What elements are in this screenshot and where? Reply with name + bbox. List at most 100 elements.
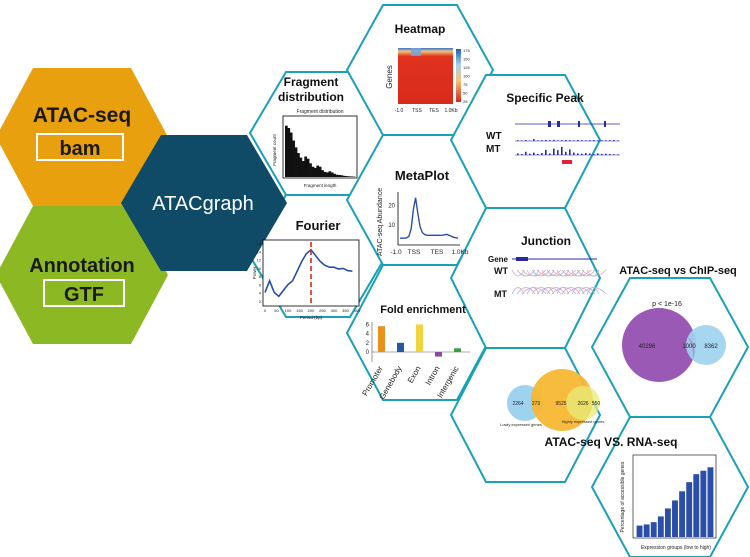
peak-mt-bar	[593, 154, 595, 155]
expr-xlabel: Expression groups (low to high)	[641, 545, 711, 551]
peak-wt-bar	[545, 140, 547, 141]
heatmap-scale-label: 50	[463, 91, 468, 96]
junction-mt-arc	[511, 287, 525, 295]
junction-panel: Junction Gene WT MT	[488, 234, 607, 299]
fragment-bar	[347, 176, 351, 177]
junction-mt-arc	[571, 287, 585, 295]
expr-bar	[650, 522, 657, 537]
fragment-bar	[287, 127, 291, 177]
specific-peak-mt-label: MT	[486, 144, 500, 155]
rna-count-1: 2264	[512, 401, 523, 407]
fourier-xtick: 250	[319, 308, 326, 313]
heatmap-center-band	[411, 48, 421, 56]
fragment-bar	[297, 153, 300, 177]
peak-wt-bar	[565, 140, 567, 141]
peak-mt-bar	[581, 153, 583, 155]
junction-mt-label: MT	[494, 289, 507, 299]
peak-wt-bar	[617, 140, 619, 141]
fold-ytick: 6	[366, 322, 370, 328]
peak-mt-bar	[597, 153, 599, 155]
fourier-ytick: 4	[259, 291, 262, 296]
peak-wt-bar	[585, 140, 587, 141]
fragment-bars	[285, 125, 356, 177]
specific-peak-title: Specific Peak	[506, 91, 584, 105]
junction-wt-arc	[541, 269, 555, 277]
fourier-ytick: 10	[257, 266, 262, 271]
fragment-bar	[285, 125, 288, 177]
junction-gene-label: Gene	[488, 255, 509, 264]
specific-peak-exon-3	[578, 121, 580, 127]
chip-overlap	[688, 337, 695, 359]
chip-title: ATAC-seq vs ChIP-seq	[619, 265, 737, 277]
rna-count-5: 550	[592, 401, 601, 407]
specific-peak-mt-signal	[517, 147, 619, 155]
expr-bar	[672, 500, 678, 537]
peak-mt-bar	[553, 148, 555, 155]
expr-bar	[693, 474, 700, 537]
metaplot-xtick: TSS	[408, 249, 421, 256]
heatmap-xtick: TES	[429, 108, 439, 114]
peak-mt-bar	[549, 153, 551, 155]
heatmap-scale-label: 125	[463, 65, 470, 70]
peak-mt-bar	[529, 153, 531, 155]
heatmap-scale-label: 75	[463, 82, 468, 87]
fragment-bar	[335, 174, 339, 177]
expr-bar	[636, 525, 643, 537]
expr-bar	[664, 508, 671, 537]
junction-title: Junction	[521, 234, 571, 248]
junction-gene-exon	[516, 257, 528, 261]
rna-count-3: 9525	[555, 401, 566, 407]
junction-wt-arc	[556, 269, 570, 277]
fold-ytick: 2	[366, 341, 370, 347]
fragment-bar	[330, 172, 334, 177]
junction-mt-arcs	[511, 287, 607, 295]
annotation-hex-line2: GTF	[64, 284, 104, 306]
fragment-ylabel: Fragment count	[272, 133, 277, 165]
peak-wt-bar	[537, 140, 539, 141]
fragment-inner-title: Fragment distribution	[297, 109, 344, 115]
chip-panel: ATAC-seq vs ChIP-seq p < 1e-16 40296 100…	[619, 265, 737, 382]
chip-pvalue: p < 1e-16	[652, 301, 682, 308]
rna-count-4: 2626	[577, 401, 588, 407]
fragment-bar	[304, 156, 308, 177]
gtf-label-box	[43, 279, 125, 307]
peak-mt-bar	[545, 149, 547, 155]
fold-bar	[454, 348, 461, 352]
fourier-ytick: 12	[257, 258, 262, 263]
fragment-bar	[313, 167, 317, 177]
annotation-hex-line1: Annotation	[29, 255, 135, 277]
peak-mt-bar	[577, 153, 579, 155]
metaplot-xtick: -1.0	[390, 249, 402, 256]
fourier-xtick: 300	[331, 308, 338, 313]
fragment-bar	[318, 166, 322, 177]
peak-wt-bar	[613, 140, 615, 141]
expr-bar	[707, 467, 714, 537]
fragment-bar	[301, 161, 305, 177]
peak-wt-bar	[525, 140, 527, 141]
expr-bar	[679, 491, 686, 537]
peak-mt-bar	[613, 154, 615, 155]
atac-bam-hex: ATAC-seq bam	[0, 68, 168, 206]
fold-ytick: 4	[366, 332, 370, 338]
fourier-xtick: 350	[342, 308, 349, 313]
fourier-xtick: 150	[296, 308, 303, 313]
metaplot-line	[400, 197, 459, 239]
fragment-panel: Fragment distribution Fragment distribut…	[272, 75, 358, 188]
specific-peak-highlight	[562, 160, 572, 164]
fourier-ytick: 8	[259, 274, 262, 279]
peak-wt-bar	[589, 140, 591, 141]
expr-bar	[657, 516, 664, 537]
heatmap-scale-label: 175	[463, 48, 470, 53]
fragment-bar	[345, 176, 349, 177]
expr-ylabel: Percentage of accessible genes	[620, 461, 626, 532]
atacgraph-hex: ATACgraph	[121, 135, 287, 271]
peak-mt-bar	[605, 153, 607, 155]
peak-wt-bar	[581, 140, 583, 141]
chip-atac-circle	[622, 308, 696, 382]
peak-wt-bar	[609, 140, 611, 141]
fragment-bar	[321, 170, 324, 177]
